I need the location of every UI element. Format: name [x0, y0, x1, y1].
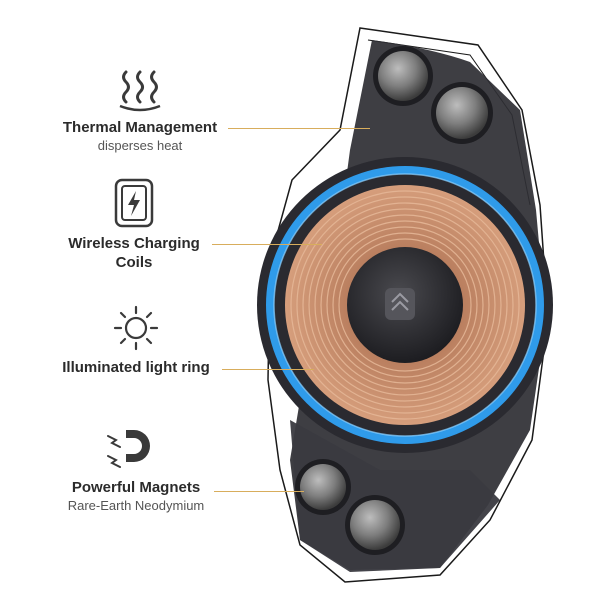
wireless-charging-title: Wireless Charging	[68, 235, 200, 252]
magnets-title: Powerful Magnets	[71, 479, 201, 496]
magnet-icon	[107, 430, 150, 468]
leader-line-thermal	[228, 128, 370, 129]
heat-waves-icon	[119, 70, 161, 112]
bottom-magnets	[295, 459, 405, 555]
outer-shell-outline	[267, 27, 549, 583]
wireless-charging-title-line2: Coils	[115, 254, 153, 271]
light-ring-title: Illuminated light ring	[62, 359, 210, 376]
feature-light-ring: Illuminated light ring	[16, 304, 256, 377]
mount-body-lower	[290, 420, 500, 572]
thermal-title: Thermal Management	[62, 119, 218, 136]
feature-wireless-charging: Wireless Charging Coils	[14, 178, 254, 272]
charging-disc	[257, 157, 553, 453]
sun-icon	[113, 305, 159, 351]
feature-magnets: Powerful Magnets Rare-Earth Neodymium	[16, 426, 256, 514]
magnets-subtitle: Rare-Earth Neodymium	[67, 498, 205, 513]
thermal-subtitle: disperses heat	[97, 138, 183, 153]
feature-thermal-management: Thermal Management disperses heat	[20, 68, 260, 154]
leader-line-light-ring	[222, 369, 314, 370]
illuminated-light-ring	[266, 166, 544, 444]
top-magnets	[373, 46, 493, 144]
leader-line-coils	[212, 244, 322, 245]
leader-line-magnets	[214, 491, 304, 492]
charging-phone-icon	[114, 178, 154, 228]
